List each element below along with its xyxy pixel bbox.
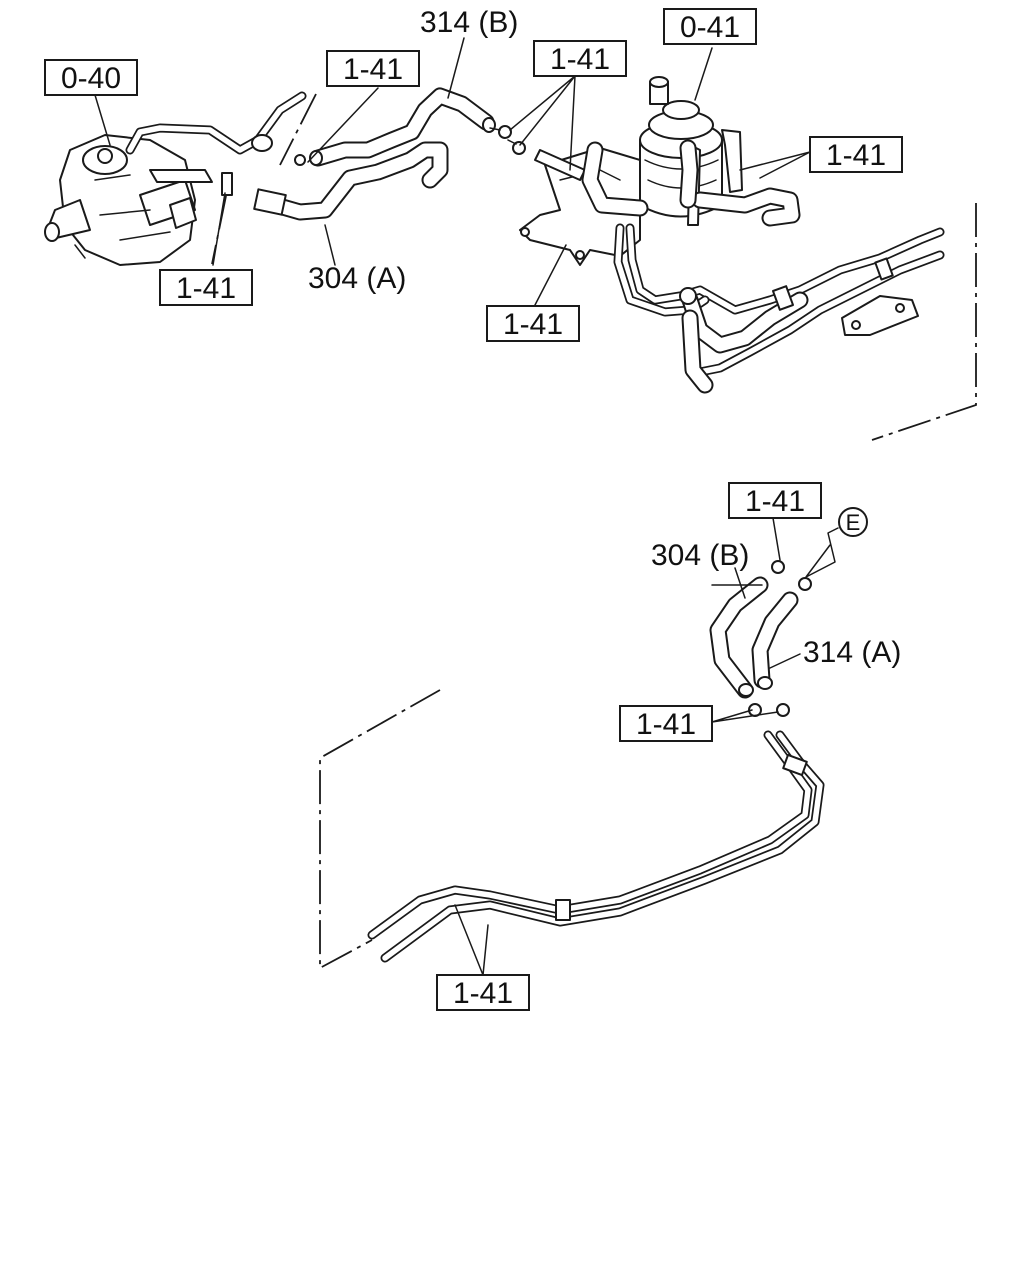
filter-hoses <box>581 139 801 227</box>
label-0-41-text: 0-41 <box>680 11 740 44</box>
pump-feed-pipe <box>125 91 307 155</box>
reference-line-2 <box>871 203 977 441</box>
label-1-41-text: 1-41 <box>550 43 610 76</box>
filter-pipes-right <box>613 223 945 394</box>
label-1-41-text: 1-41 <box>453 977 513 1010</box>
label-1-41-text: 1-41 <box>826 139 886 172</box>
pipe-bracket-right <box>679 287 919 336</box>
label-1-41-lower-fittings: 1-41 <box>619 705 713 742</box>
label-1-41-lower-clips: 1-41 <box>728 482 822 519</box>
label-1-41-pipe: 1-41 <box>436 974 530 1011</box>
hose-314b-top <box>309 87 496 167</box>
label-1-41-fittings: 1-41 <box>533 40 627 77</box>
label-0-40: 0-40 <box>44 59 138 96</box>
label-1-41-text: 1-41 <box>176 272 236 305</box>
label-1-41-text: 1-41 <box>503 308 563 341</box>
label-304a: 304 (A) <box>308 262 406 295</box>
view-marker-e-text: E <box>846 510 861 535</box>
injection-pump <box>44 134 213 266</box>
label-314a: 314 (A) <box>803 636 901 669</box>
label-304b: 304 (B) <box>651 539 749 572</box>
leader-lines <box>94 37 839 976</box>
hose-304a <box>253 141 449 221</box>
fittings-top <box>211 125 526 265</box>
label-1-41-text: 1-41 <box>745 485 805 518</box>
long-double-pipe <box>367 730 825 963</box>
view-marker-e: E <box>838 507 868 537</box>
reference-line-1 <box>279 93 317 166</box>
label-0-40-text: 0-40 <box>61 62 121 95</box>
label-1-41-text: 1-41 <box>343 53 403 86</box>
label-0-41: 0-41 <box>663 8 757 45</box>
hoses-304b-314a <box>709 560 812 717</box>
label-314b: 314 (B) <box>420 6 518 39</box>
label-1-41-filter-right: 1-41 <box>809 136 903 173</box>
reference-line-3 <box>319 689 441 970</box>
label-1-41-pump: 1-41 <box>159 269 253 306</box>
label-1-41-hose-clip: 1-41 <box>326 50 420 87</box>
label-1-41-text: 1-41 <box>636 708 696 741</box>
label-1-41-bracket: 1-41 <box>486 305 580 342</box>
